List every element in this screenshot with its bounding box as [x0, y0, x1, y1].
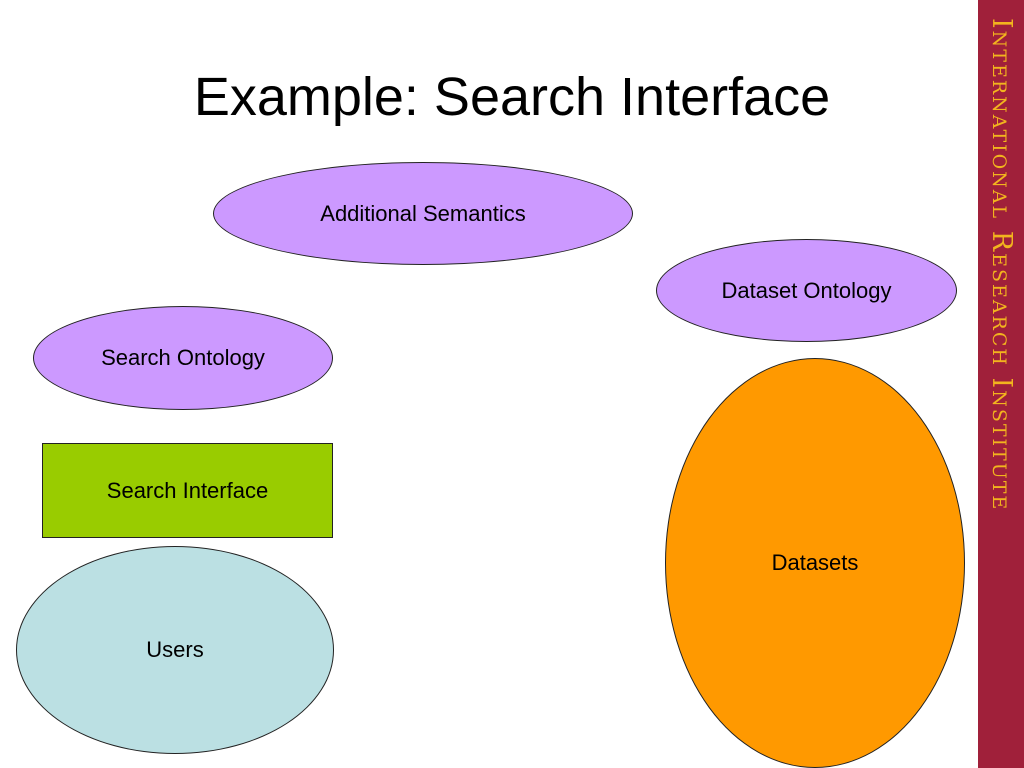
dataset-ontology-label: Dataset Ontology — [721, 277, 892, 303]
users-label: Users — [146, 637, 204, 662]
search-interface-node: Search Interface — [42, 443, 333, 538]
users-node: Users — [16, 546, 334, 754]
search-ontology-label: Search Ontology — [101, 345, 265, 370]
additional-semantics-node: Additional Semantics — [213, 162, 633, 265]
datasets-label: Datasets — [771, 550, 859, 575]
datasets-node: Datasets — [665, 358, 965, 768]
additional-semantics-label: Additional Semantics — [320, 200, 526, 226]
dataset-ontology-node: Dataset Ontology — [656, 239, 957, 342]
search-ontology-node: Search Ontology — [33, 306, 333, 410]
institute-sidebar: International Research Institute — [978, 0, 1024, 768]
search-interface-label: Search Interface — [106, 477, 269, 503]
slide-title: Example: Search Interface — [193, 67, 831, 127]
institute-name: International Research Institute — [986, 18, 1017, 512]
